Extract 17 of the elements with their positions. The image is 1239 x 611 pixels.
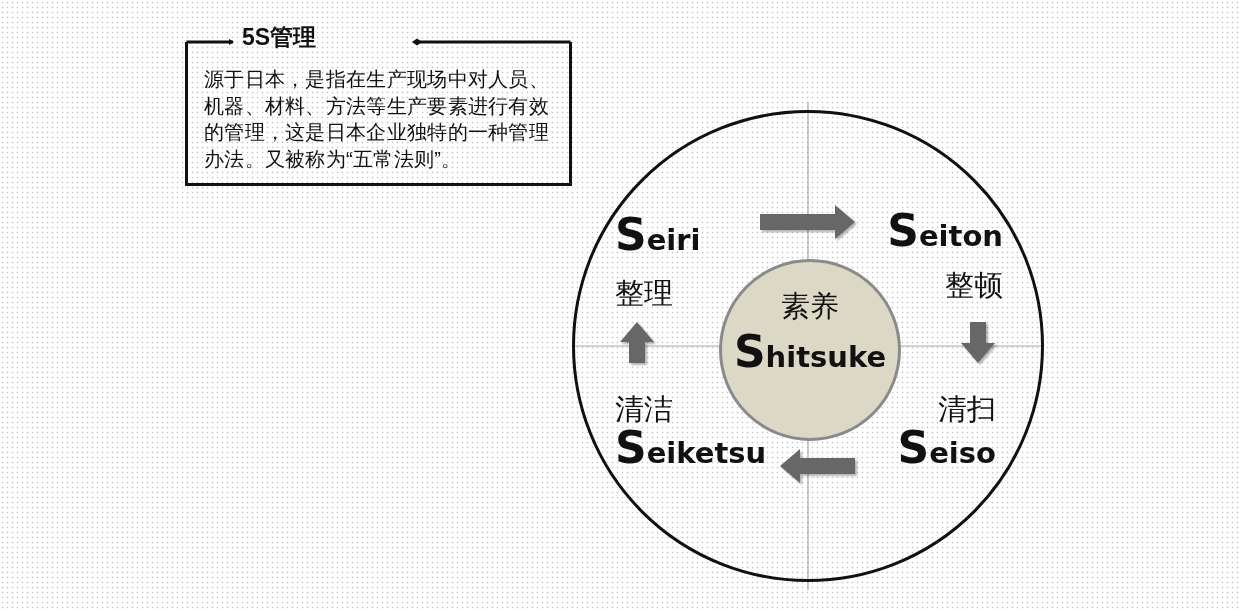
arrow (961, 322, 995, 363)
arrow (760, 205, 855, 239)
arrow (780, 449, 855, 483)
term-label: Seiso (897, 428, 996, 473)
term-label: 整理 (615, 276, 673, 311)
term-label: Seiri (615, 215, 701, 260)
arrow (620, 322, 654, 363)
title: 5S管理 (242, 23, 317, 52)
term-label: Seiketsu (615, 428, 767, 473)
term-label: 清扫 (938, 392, 996, 427)
cycle-circle (572, 110, 1044, 582)
description-text: 源于日本，是指在生产现场中对人员、机器、材料、方法等生产要素进行有效的管理，这是日本企业独特的一种管理办法。又被称为“五常法则”。 (204, 67, 551, 172)
term-label: Seiton (887, 211, 1003, 256)
term-label: 整顿 (945, 268, 1003, 303)
term-label: 素养 (780, 289, 840, 324)
term-label: Shitsuke (732, 332, 888, 377)
term-label: 清洁 (615, 392, 673, 427)
